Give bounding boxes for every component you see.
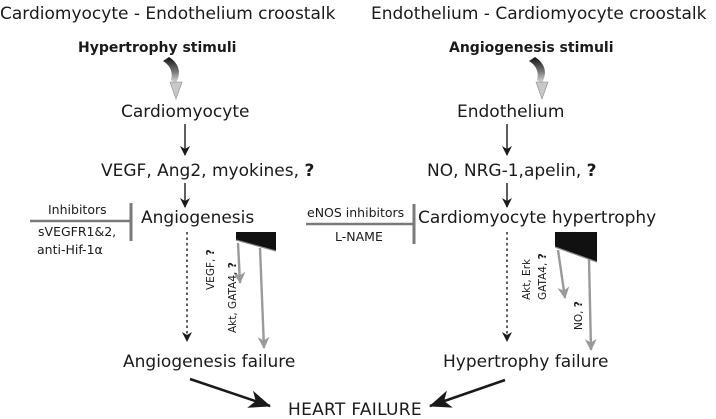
left-stimulus-label: Hypertrophy stimuli [78, 40, 236, 56]
left-path-label-1: VEGF, ? [205, 249, 217, 290]
left-process-node: Angiogenesis [141, 208, 254, 228]
right-factors-text: NO, NRG-1,apelin, [427, 161, 581, 181]
left-inhibitor-1: sVEGFR1&2, [38, 224, 116, 239]
right-failure-node: Hypertrophy failure [443, 352, 609, 372]
left-path-label-1-q: ? [205, 249, 217, 255]
heart-failure-node: HEART FAILURE [288, 400, 422, 419]
left-path-label-2-q: ? [227, 262, 239, 268]
left-inhibitors-heading: Inhibitors [48, 202, 107, 217]
right-factors-unknown: ? [587, 161, 597, 181]
left-cell-node: Cardiomyocyte [121, 102, 249, 122]
right-inhibitors-heading: eNOS inhibitors [307, 205, 404, 220]
left-path-label-2-text: Akt, GATA4, [227, 272, 239, 333]
right-path-label-2-text: GATA4, [537, 263, 549, 300]
left-title: Cardiomyocyte - Endothelium croostalk [0, 4, 336, 24]
left-factors-unknown: ? [304, 161, 314, 181]
right-inhibitor-1: L-NAME [335, 229, 383, 244]
right-signaling-block [554, 232, 598, 351]
right-path-label-3: NO, ? [573, 301, 585, 330]
right-stimulus-arrow [529, 57, 549, 100]
left-inhibitor-2: anti-Hif-1α [37, 242, 103, 257]
right-factors-node: NO, NRG-1,apelin, ? [427, 161, 597, 181]
left-factors-text: VEGF, Ang2, myokines, [101, 161, 299, 181]
left-signaling-block [233, 232, 277, 349]
right-path-label-3-q: ? [573, 301, 585, 307]
right-to-heart-failure-arrow [429, 378, 506, 408]
right-path-label-2: GATA4, ? [537, 253, 549, 300]
right-title: Endothelium - Cardiomyocyte croostalk [371, 4, 707, 24]
left-path-label-1-text: VEGF, [205, 259, 217, 290]
left-to-heart-failure-arrow [189, 377, 271, 408]
left-factors-node: VEGF, Ang2, myokines, ? [101, 161, 314, 181]
right-cell-node: Endothelium [457, 102, 564, 122]
right-stimulus-label: Angiogenesis stimuli [449, 40, 614, 56]
right-path-label-1: Akt, Erk [521, 258, 533, 300]
right-process-node: Cardiomyocyte hypertrophy [418, 208, 656, 228]
left-stimulus-arrow [163, 57, 183, 100]
right-path-label-3-text: NO, [573, 311, 585, 330]
left-path-label-2: Akt, GATA4, ? [227, 262, 239, 333]
left-failure-node: Angiogenesis failure [123, 352, 295, 372]
right-path-label-2-q: ? [537, 253, 549, 259]
